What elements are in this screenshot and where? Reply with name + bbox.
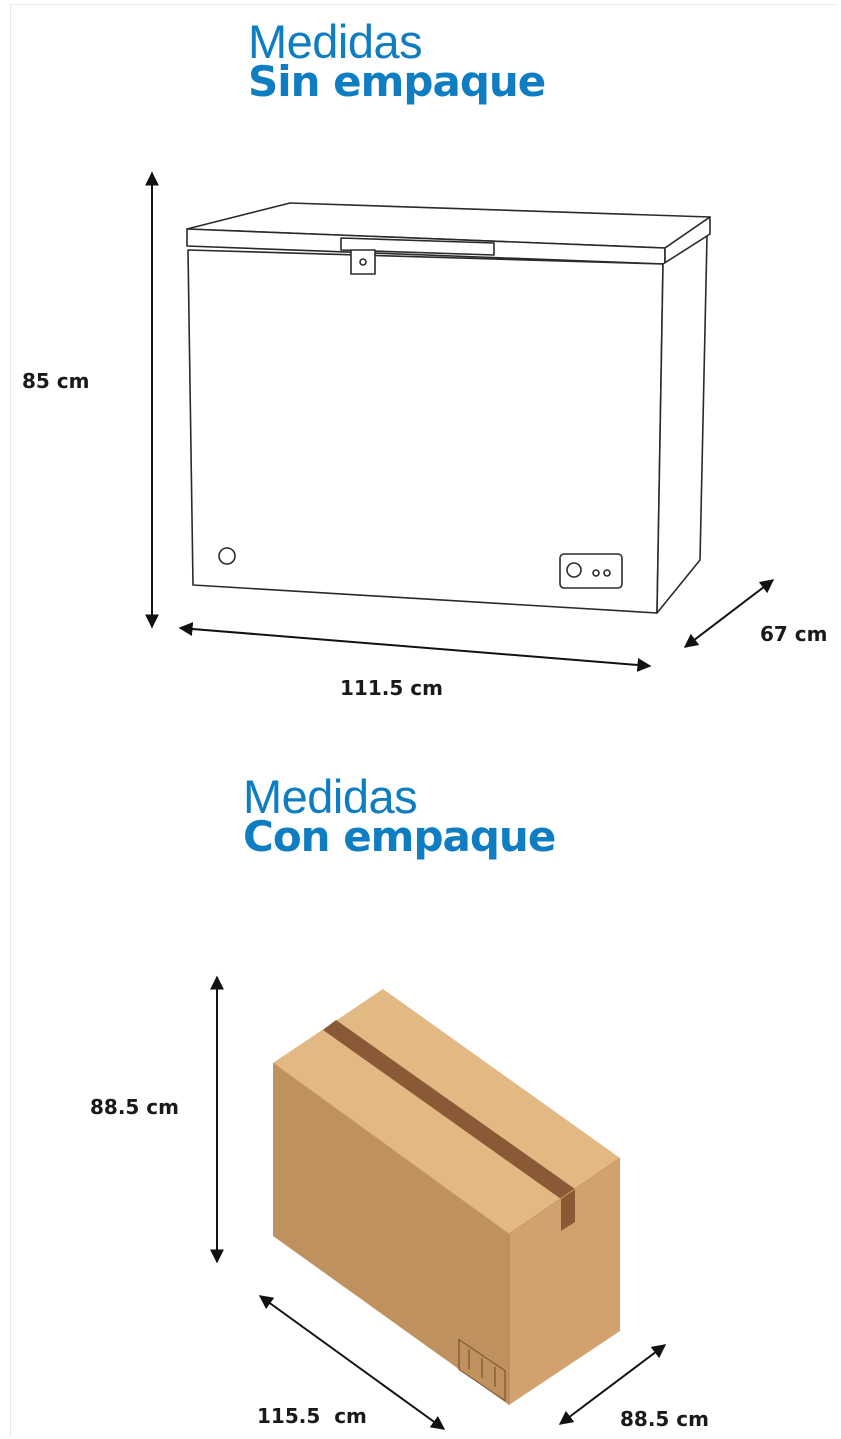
- unpacked-height-label: 85 cm: [22, 369, 90, 393]
- unpacked-depth-label: 67 cm: [760, 622, 828, 646]
- packed-title: Medidas Con empaque: [243, 770, 556, 861]
- unpacked-title-line1: Medidas: [248, 15, 423, 68]
- unpacked-depth-arrow-icon: [683, 579, 775, 648]
- packed-title-line2: Con empaque: [243, 812, 556, 861]
- packed-depth-label: 88.5 cm: [620, 1407, 710, 1431]
- unpacked-width-label: 111.5 cm: [340, 676, 443, 700]
- packed-width-label: 115.5 cm: [257, 1404, 367, 1428]
- unpacked-width-arrow-icon: [178, 622, 652, 672]
- page-frame: [10, 4, 837, 1436]
- unpacked-title-line2: Sin empaque: [248, 57, 546, 106]
- cardboard-box-illustration: [272, 989, 621, 1405]
- unpacked-title: Medidas Sin empaque: [248, 15, 546, 106]
- handling-symbols-icon: [458, 1338, 506, 1402]
- packed-height-label: 88.5 cm: [90, 1095, 180, 1119]
- packed-depth-arrow-icon: [558, 1344, 667, 1425]
- packed-title-line1: Medidas: [243, 770, 418, 823]
- packed-width-arrow-icon: [258, 1295, 446, 1430]
- chest-freezer-illustration: [186, 202, 711, 614]
